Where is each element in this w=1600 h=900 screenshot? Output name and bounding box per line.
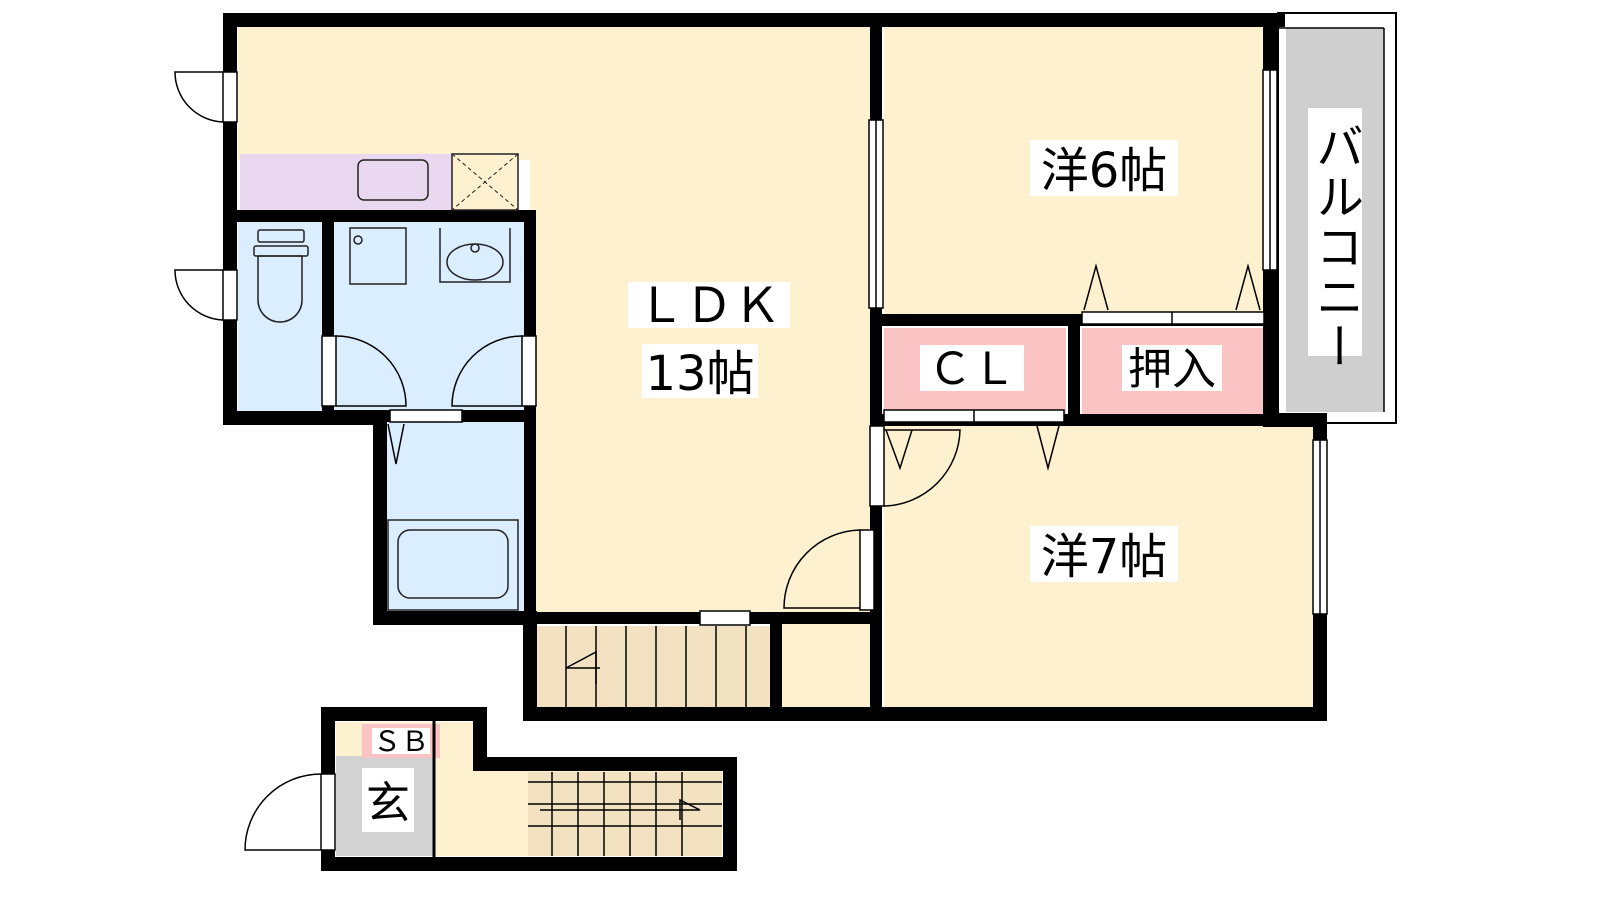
windows xyxy=(699,69,1328,626)
stairs-lower xyxy=(528,772,722,856)
window-stair xyxy=(699,610,751,626)
oshiire-label: 押入 xyxy=(1128,344,1216,395)
bathtub-icon xyxy=(387,519,519,611)
washing-machine-icon xyxy=(349,227,407,285)
closet-label: ＣＬ xyxy=(928,344,1016,395)
labels: ＬＤＫ 13帖 洋6帖 洋7帖 ＣＬ 押入 バルコニー 玄 ＳＢ xyxy=(362,108,1363,832)
washroom-floor xyxy=(334,222,526,412)
balcony-outline xyxy=(1277,12,1397,424)
fixtures xyxy=(253,153,519,611)
balcony-label: バルコニー xyxy=(1307,122,1363,372)
stove-icon xyxy=(451,153,519,211)
kitchen-sink-icon xyxy=(357,159,429,201)
washbasin-icon xyxy=(439,228,511,283)
west7-label: 洋7帖 xyxy=(1041,529,1168,585)
kitchen-counter xyxy=(240,154,452,210)
ldk-name-label: ＬＤＫ xyxy=(637,278,781,334)
ldk-size-label: 13帖 xyxy=(645,346,754,402)
bathroom-floor xyxy=(386,422,526,612)
stairs-lower-treads xyxy=(528,772,722,856)
ldk-floor xyxy=(238,27,872,160)
shoebox-label: ＳＢ xyxy=(373,725,429,758)
ldk-floor-3 xyxy=(778,620,872,712)
toilet-icon xyxy=(253,229,309,323)
west6-label: 洋6帖 xyxy=(1041,143,1168,199)
entrance-label: 玄 xyxy=(366,778,410,829)
doors xyxy=(174,71,1265,851)
toilet-floor xyxy=(238,222,322,412)
